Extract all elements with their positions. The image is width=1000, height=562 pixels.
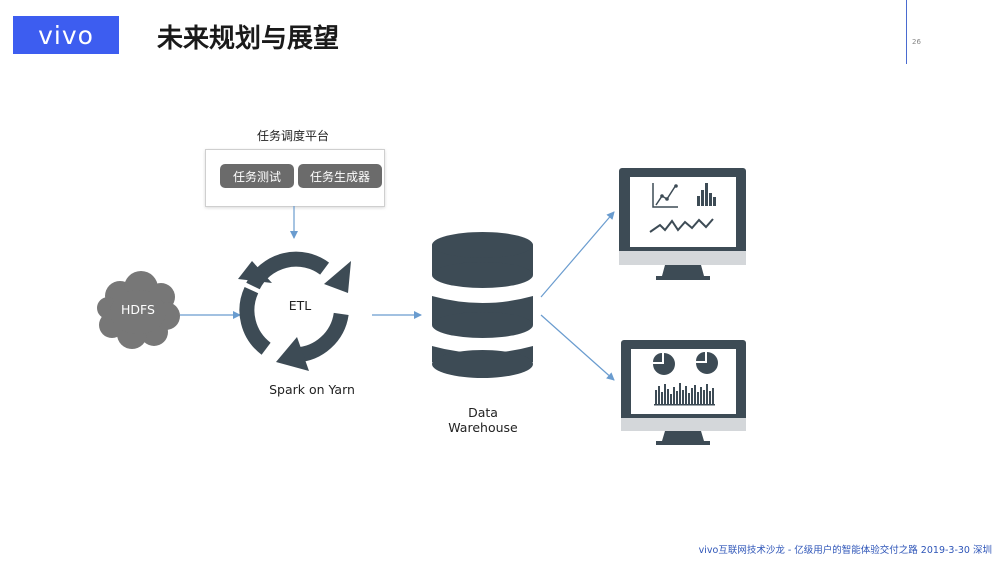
scheduler-panel: 任务测试 任务生成器 [205,149,385,207]
warehouse-to-monitor1-arrow [540,211,615,298]
warehouse-label: Data Warehouse [443,405,523,435]
warehouse-label-line1: Data [468,405,498,420]
spark-label: Spark on Yarn [269,382,355,397]
etl-label: ETL [288,298,312,313]
warehouse-label-line2: Warehouse [448,420,518,435]
page-title: 未来规划与展望 [157,24,340,54]
footer-text: vivo互联网技术沙龙 - 亿级用户的智能体验交付之路 2019-3-30 深圳 [698,545,992,556]
scheduler-label: 任务调度平台 [257,129,330,143]
header-divider [906,0,907,64]
monitor-dashboard-icon [621,340,746,445]
page-number: 26 [912,38,921,46]
task-generator-button[interactable]: 任务生成器 [298,164,382,188]
logo-text: vivo [38,20,94,50]
database-icon [432,232,533,378]
hdfs-label: HDFS [121,302,155,317]
monitor-analytics-icon [619,168,746,280]
hdfs-cloud-icon [97,271,180,349]
etl-cycle-arrowheads [238,261,351,371]
vivo-logo: vivo [13,16,119,54]
task-test-button[interactable]: 任务测试 [220,164,294,188]
warehouse-to-monitor2-arrow [540,314,615,381]
